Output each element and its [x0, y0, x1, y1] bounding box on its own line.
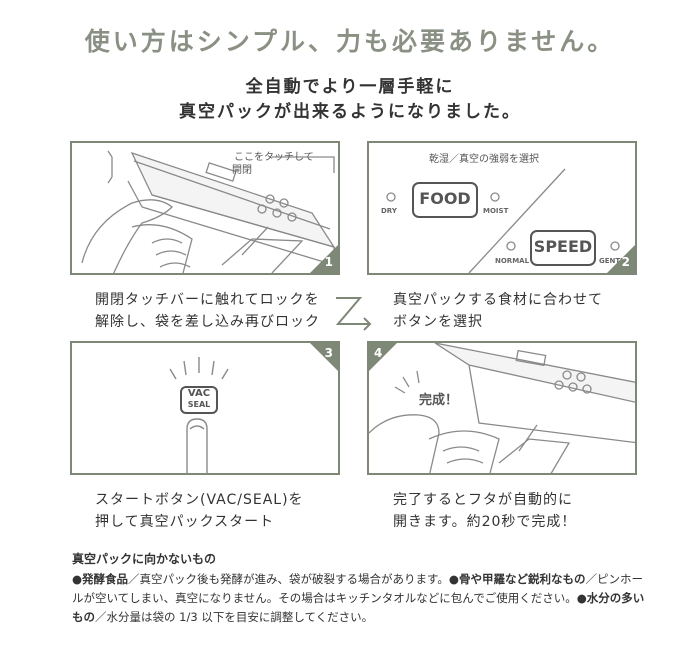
seal-label: SEAL: [187, 400, 211, 409]
step-3-caption-line-2: 押して真空パックスタート: [95, 514, 275, 530]
step-1-caption-line-1: 開閉タッチバーに触れてロックを: [95, 292, 320, 308]
note-1-text: ／真空パック後も発酵が進み、袋が破裂する場合があります。: [128, 572, 449, 586]
next-step-arrow-icon: [335, 297, 372, 331]
open-close-label: 開閉: [232, 165, 252, 176]
step-3-panel: VAC SEAL 3: [70, 341, 340, 475]
step-2-caption-line-2: ボタンを選択: [393, 314, 483, 330]
page-headline: 使い方はシンプル、力も必要ありません。: [84, 27, 616, 56]
lid-open-illustration: [369, 343, 635, 473]
step-1-panel: ここをタッチして 開閉 1: [70, 141, 340, 275]
note-1-term: ●発酵食品: [72, 572, 129, 586]
sealer-lid-illustration: [81, 150, 336, 273]
step-4-caption-line-2: 開きます。約20秒で完成！: [393, 514, 577, 530]
step-4-panel: 完成！ 4: [367, 341, 637, 475]
note-3-term: ●水分の多いもの: [72, 591, 645, 624]
step-1-number-badge: 1: [310, 245, 338, 273]
notes-body: ●発酵食品／真空パック後も発酵が進み、袋が破裂する場合があります。●骨や甲羅など…: [72, 570, 647, 627]
normal-label: NORMAL: [495, 257, 530, 265]
notes-title: 真空パックに向かないもの: [72, 552, 217, 566]
touch-hint-label: ここをタッチして: [234, 152, 314, 163]
step-4-number: 4: [374, 346, 383, 360]
step-1-number: 1: [324, 255, 333, 269]
moist-label: MOIST: [483, 207, 509, 215]
step-3-number: 3: [324, 346, 333, 360]
start-button-illustration: [169, 357, 229, 473]
gentle-label: GENTLE: [599, 257, 630, 265]
step-3-caption-line-1: スタートボタン(VAC/SEAL)を: [95, 492, 304, 508]
step-1-caption-line-2: 解除し、袋を差し込み再びロック: [95, 314, 320, 330]
step-4-number-badge: 4: [369, 343, 397, 371]
dry-label: DRY: [381, 207, 397, 215]
step-2-number: 2: [621, 255, 630, 269]
step-4-caption-line-1: 完了するとフタが自動的に: [393, 492, 573, 508]
food-button-label: FOOD: [419, 189, 471, 208]
step-2-panel: 乾湿／真空の強弱を選択 FOOD DRY MOIST SPEED NORMAL …: [367, 141, 637, 275]
subheadline-line-2: 真空パックが出来るようになりました。: [179, 102, 521, 122]
subheadline-line-1: 全自動でより一層手軽に: [245, 77, 455, 97]
step-2-number-badge: 2: [607, 245, 635, 273]
button-selection-illustration: [386, 168, 620, 273]
note-2-term: ●骨や甲羅など鋭利なもの: [448, 572, 586, 586]
select-header-label: 乾湿／真空の強弱を選択: [429, 154, 539, 165]
note-3-text: ／水分量は袋の 1/3 以下を目安に調整してください。: [95, 610, 374, 624]
note-2-text: ／ピンホールが空いてしまい、真空になりません。その場合はキッチンタオルなどに包ん…: [72, 572, 643, 605]
step-2-caption-line-1: 真空パックする食材に合わせて: [393, 292, 603, 308]
done-label: 完成！: [419, 393, 459, 408]
speed-button-label: SPEED: [533, 237, 593, 256]
step-3-number-badge: 3: [310, 343, 338, 371]
vac-label: VAC: [187, 388, 211, 399]
